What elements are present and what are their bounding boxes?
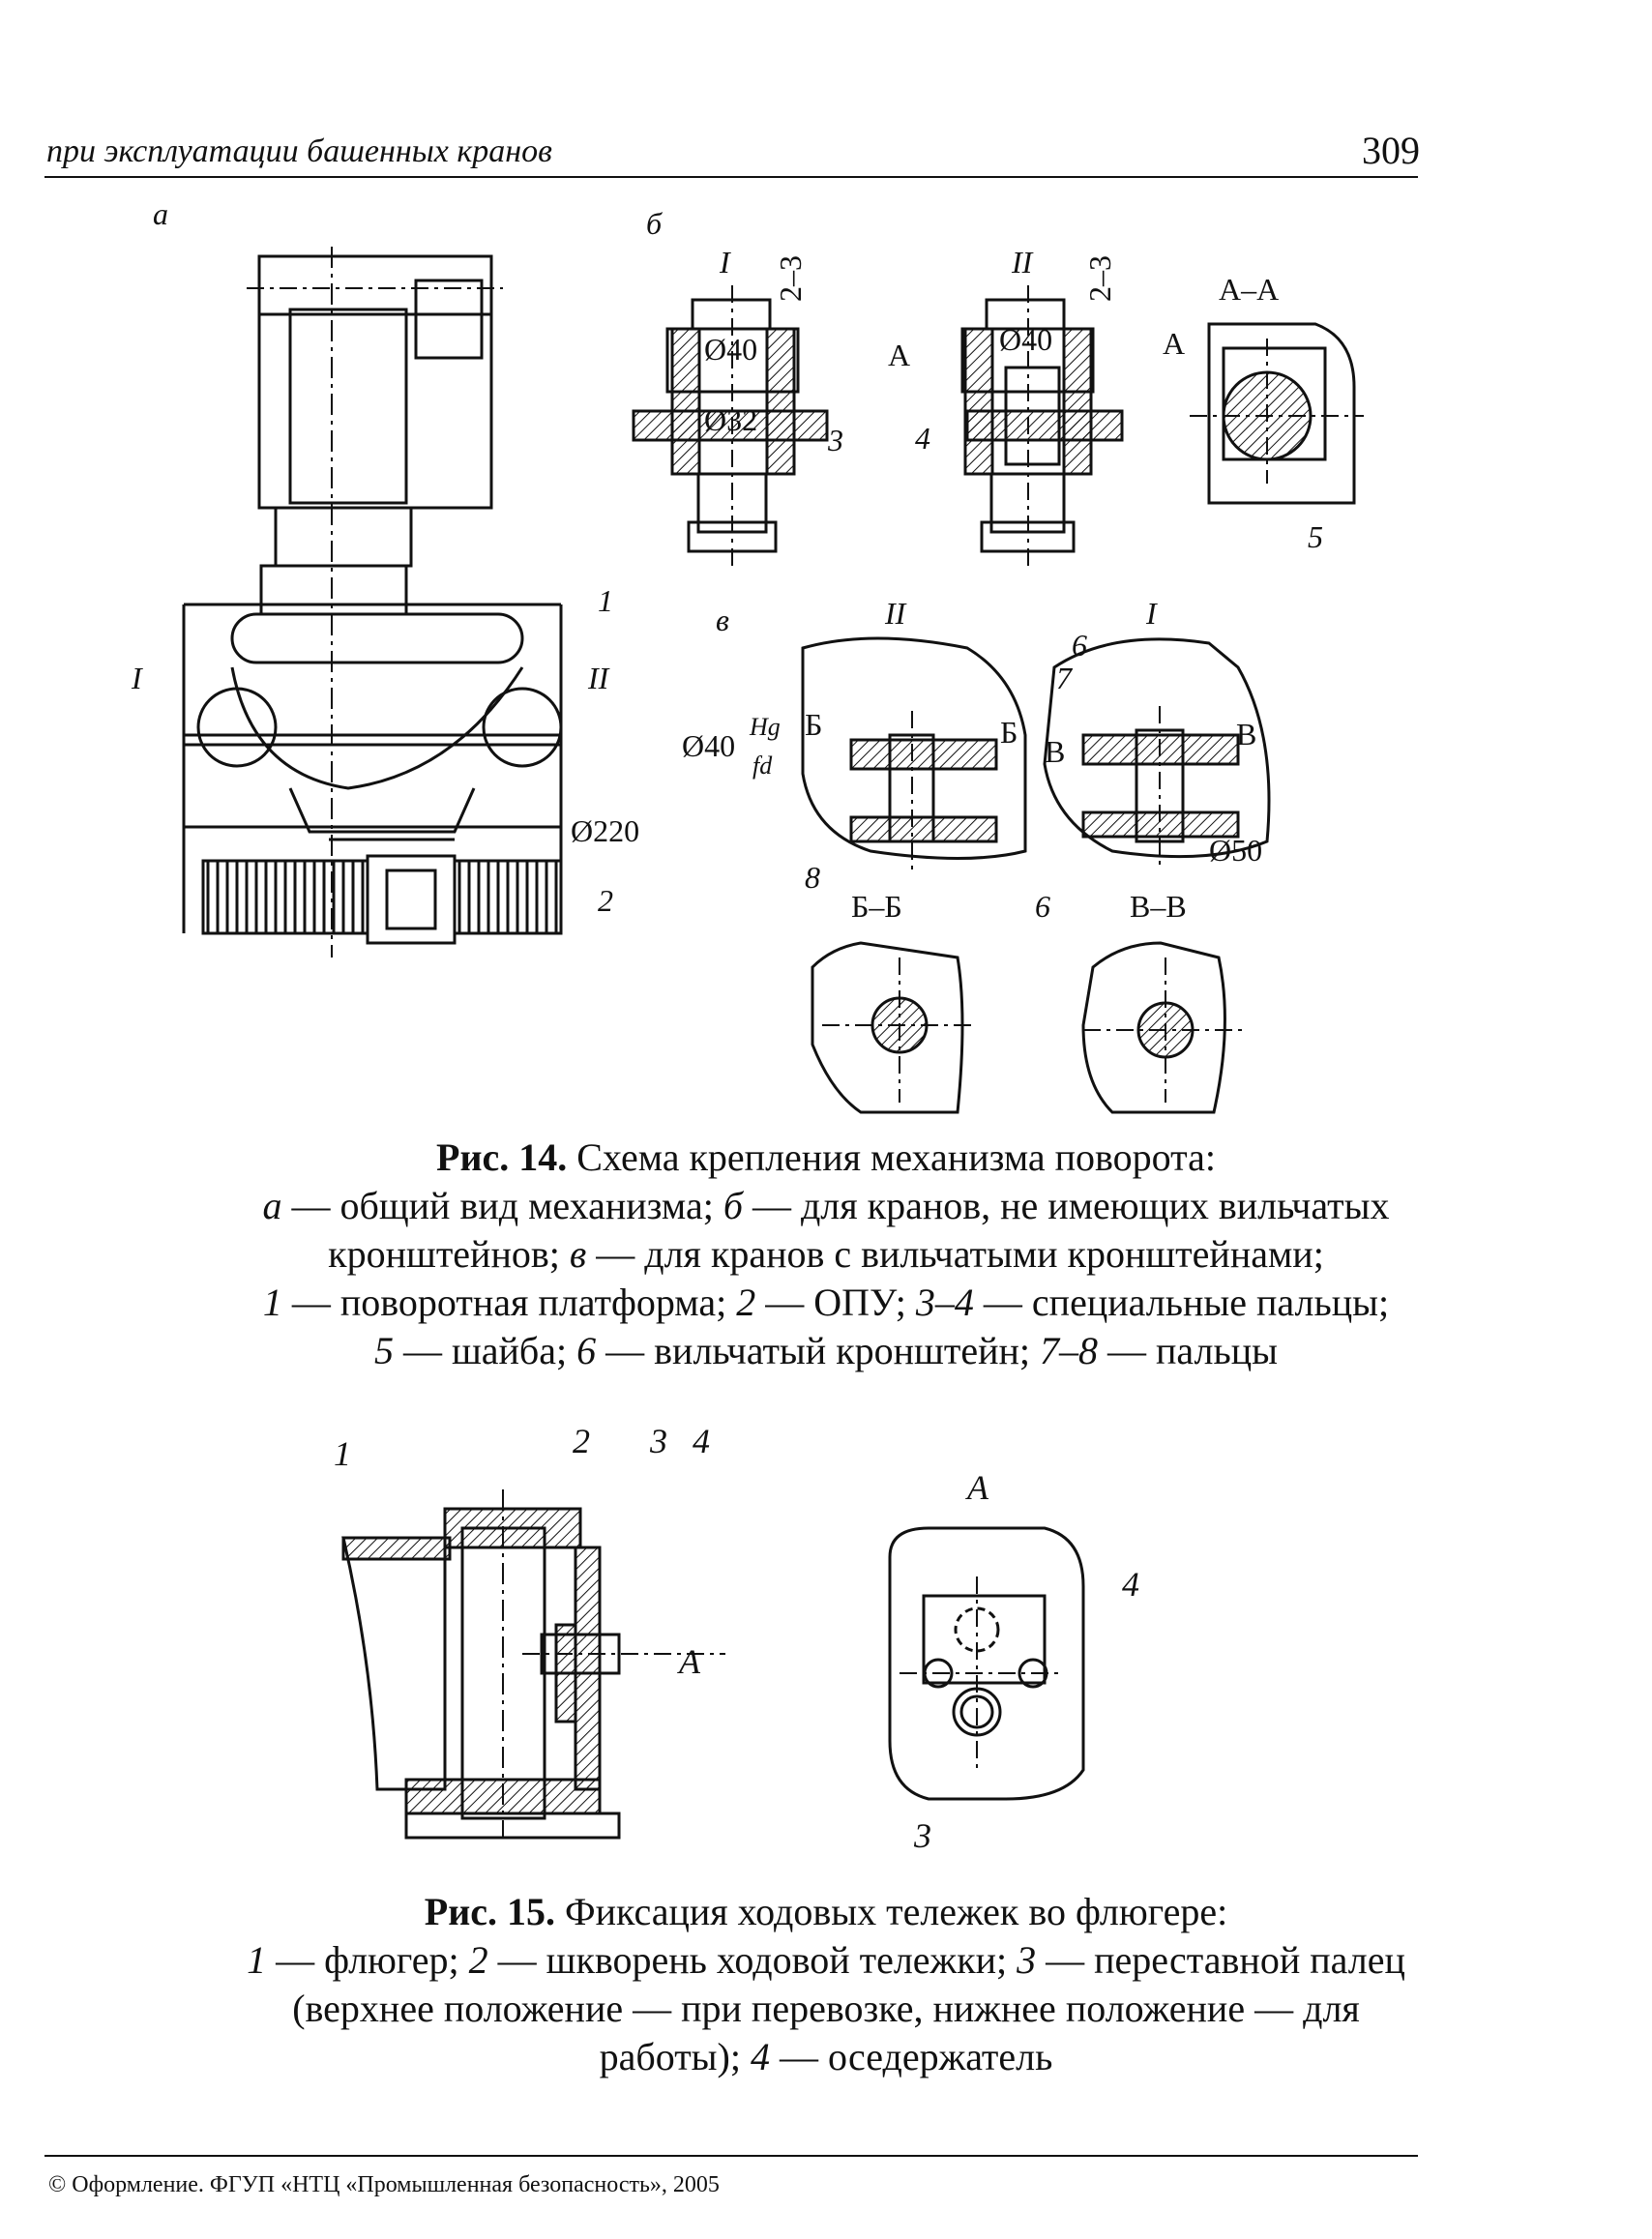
caption-15-line-3: (верхнее положение — при перевозке, нижн… bbox=[292, 1987, 1360, 2030]
caption-15-t3: — переставной палец bbox=[1036, 1938, 1405, 1982]
callout-6-top: 6 bbox=[1072, 628, 1087, 663]
fit-dim-den: fd bbox=[752, 751, 773, 780]
figure-15-caption: Рис. 15. Фиксация ходовых тележек во флю… bbox=[0, 1888, 1652, 2081]
callout-2-fig14: 2 bbox=[598, 883, 613, 918]
panel-label-a: а bbox=[153, 196, 168, 231]
dim-d220: Ø220 bbox=[571, 813, 639, 848]
section-mark-v-left: В bbox=[1045, 734, 1065, 769]
caption-14-a: а bbox=[262, 1184, 282, 1227]
view-label-ii: II bbox=[1011, 245, 1034, 280]
section-label-vv: В–В bbox=[1130, 889, 1187, 924]
caption-14-line-5: 5 — шайба; 6 — вильчатый кронштейн; 7–8 … bbox=[0, 1327, 1652, 1375]
gap-dim-1: 2–3 bbox=[773, 255, 808, 302]
caption-14-n1: 1 bbox=[262, 1281, 282, 1324]
view-label-a: А bbox=[965, 1468, 989, 1507]
section-label-aa: А–А bbox=[1219, 272, 1279, 307]
caption-14-t1: — поворотная платформа; bbox=[281, 1281, 737, 1324]
dim-d50: Ø50 bbox=[1209, 833, 1262, 868]
caption-15-t2: — шкворень ходовой тележки; bbox=[487, 1938, 1018, 1982]
caption-14-b: б bbox=[723, 1184, 743, 1227]
caption-15-n2: 2 bbox=[468, 1938, 488, 1982]
view-label-i-v: I bbox=[1145, 596, 1158, 631]
caption-14-n2: 2 bbox=[736, 1281, 756, 1324]
caption-15-l4a: работы); bbox=[599, 2035, 751, 2078]
caption-14-t2: — ОПУ; bbox=[755, 1281, 916, 1324]
caption-14-line-2: а — общий вид механизма; б — для кранов,… bbox=[0, 1182, 1652, 1230]
caption-14-n5: 5 bbox=[373, 1329, 394, 1372]
running-title: при эксплуатации башенных кранов bbox=[46, 133, 552, 169]
dim-d32: Ø32 bbox=[704, 402, 757, 437]
callout-1-fig14: 1 bbox=[598, 583, 613, 618]
caption-15-label: Рис. 15. bbox=[424, 1890, 555, 1933]
caption-14-b-text: — для кранов, не имеющих вильчатых bbox=[742, 1184, 1390, 1227]
caption-14-line-3: кронштейнов; в — для кранов с вильчатыми… bbox=[0, 1230, 1652, 1279]
figure-14-caption: Рис. 14. Схема крепления механизма повор… bbox=[0, 1134, 1652, 1375]
section-mark-a-left: А bbox=[888, 338, 910, 372]
panel-label-b: б bbox=[646, 206, 663, 241]
caption-14-l3a: кронштейнов; bbox=[328, 1232, 570, 1276]
caption-14-t7: — пальцы bbox=[1098, 1329, 1279, 1372]
section-label-bb: Б–Б bbox=[851, 889, 902, 924]
caption-15-n3: 3 bbox=[1017, 1938, 1037, 1982]
caption-15-line-2: 1 — флюгер; 2 — шкворень ходовой тележки… bbox=[0, 1936, 1652, 1985]
figure-15-drawing bbox=[341, 1489, 1085, 1840]
caption-14-t3: — специальные пальцы; bbox=[973, 1281, 1390, 1324]
callout-4-fig14: 4 bbox=[915, 421, 930, 456]
caption-14-t5: — шайба; bbox=[393, 1329, 577, 1372]
caption-14-n6: 6 bbox=[576, 1329, 597, 1372]
caption-15-line-1: Рис. 15. Фиксация ходовых тележек во флю… bbox=[0, 1888, 1652, 1936]
section-mark-b-left: Б bbox=[805, 707, 822, 742]
callout-3-fig15-view: 3 bbox=[913, 1816, 931, 1855]
panel-label-v: в bbox=[716, 603, 729, 637]
caption-14-line-1: Рис. 14. Схема крепления механизма повор… bbox=[0, 1134, 1652, 1182]
panel-v-brackets bbox=[801, 636, 1271, 1114]
caption-14-label: Рис. 14. bbox=[436, 1135, 568, 1179]
callout-8: 8 bbox=[805, 860, 820, 895]
panel-b-pins bbox=[632, 285, 1364, 571]
detail-label-ii: II bbox=[587, 661, 610, 695]
fit-dim-main: Ø40 bbox=[682, 728, 735, 763]
panel-a-general-view bbox=[182, 247, 563, 957]
caption-14-n3: 3–4 bbox=[915, 1281, 974, 1324]
callout-1-fig15: 1 bbox=[334, 1434, 351, 1473]
caption-15-t1: — флюгер; bbox=[266, 1938, 469, 1982]
page-number: 309 bbox=[1362, 129, 1420, 172]
callout-5: 5 bbox=[1308, 519, 1323, 554]
callout-6-bottom: 6 bbox=[1035, 889, 1050, 924]
footer-rule bbox=[44, 2155, 1418, 2157]
caption-14-a-text: — общий вид механизма; bbox=[281, 1184, 723, 1227]
callout-3-fig14: 3 bbox=[827, 423, 843, 457]
dim-d40-ii: Ø40 bbox=[999, 322, 1052, 357]
callout-2-fig15: 2 bbox=[573, 1422, 590, 1460]
dim-d40-i: Ø40 bbox=[704, 332, 757, 367]
caption-14-n7: 7–8 bbox=[1040, 1329, 1099, 1372]
callout-4-fig15-top: 4 bbox=[693, 1422, 710, 1460]
callout-7: 7 bbox=[1056, 661, 1074, 695]
callout-3-fig15-top: 3 bbox=[649, 1422, 667, 1460]
caption-15-n4: 4 bbox=[751, 2035, 770, 2078]
callout-4-fig15-view: 4 bbox=[1122, 1565, 1139, 1604]
header-rule bbox=[44, 176, 1418, 178]
caption-14-line-4: 1 — поворотная платформа; 2 — ОПУ; 3–4 —… bbox=[0, 1279, 1652, 1327]
section-mark-a-right: А bbox=[1163, 326, 1185, 361]
caption-15-title: Фиксация ходовых тележек во флюгере: bbox=[555, 1890, 1228, 1933]
caption-15-line-4: работы); 4 — оседержатель bbox=[0, 2033, 1652, 2081]
footer-copyright: © Оформление. ФГУП «НТЦ «Промышленная бе… bbox=[48, 2172, 720, 2197]
section-mark-b-right: Б bbox=[1000, 715, 1018, 750]
section-mark-v-right: В bbox=[1236, 717, 1256, 751]
caption-15-t4: — оседержатель bbox=[770, 2035, 1053, 2078]
caption-14-title: Схема крепления механизма поворота: bbox=[567, 1135, 1216, 1179]
gap-dim-2: 2–3 bbox=[1082, 255, 1117, 302]
detail-label-i: I bbox=[131, 661, 143, 695]
caption-15-n1: 1 bbox=[247, 1938, 267, 1982]
view-label-i: I bbox=[719, 245, 731, 280]
caption-14-v: в bbox=[569, 1232, 587, 1276]
fit-dim-num: Hg bbox=[749, 713, 781, 741]
view-label-ii-v: II bbox=[884, 596, 907, 631]
caption-14-t6: — вильчатый кронштейн; bbox=[596, 1329, 1041, 1372]
caption-14-v-text: — для кранов с вильчатыми кронштейнами; bbox=[586, 1232, 1324, 1276]
view-mark-a-arrow: А bbox=[677, 1642, 701, 1681]
